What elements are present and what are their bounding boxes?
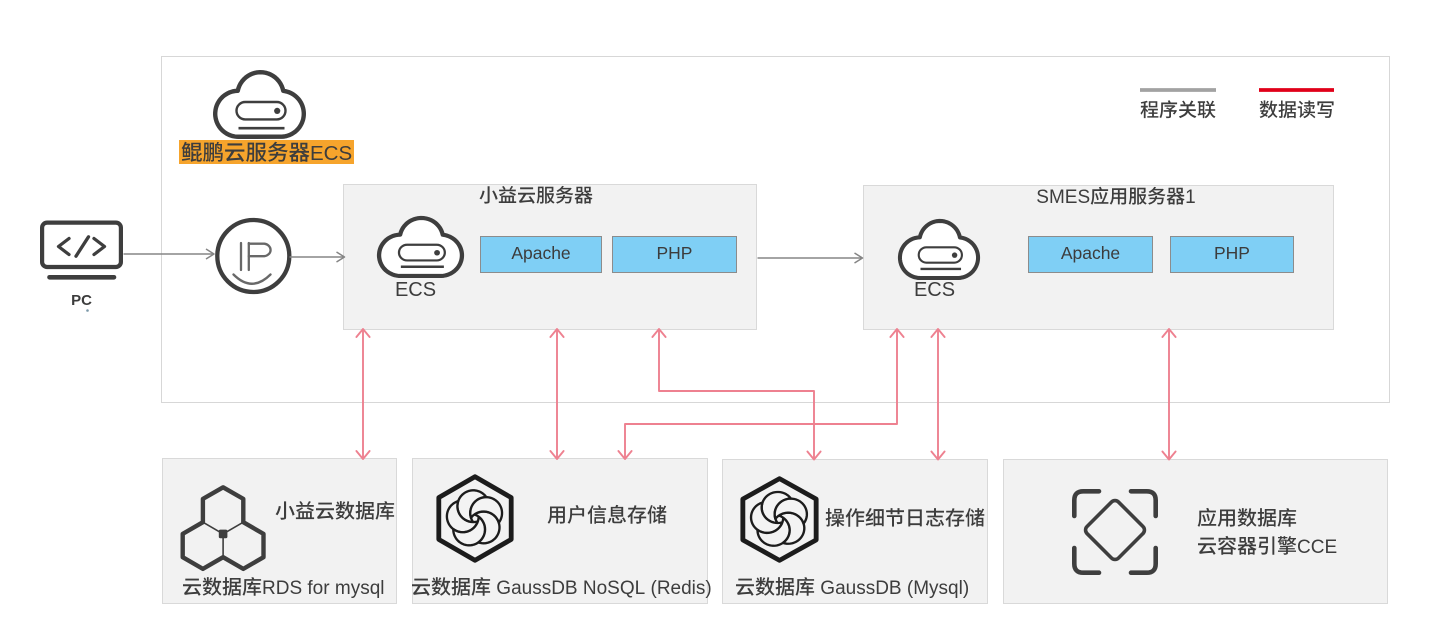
svg-text:Apache: Apache: [511, 243, 570, 263]
svg-text:for: for: [307, 578, 330, 599]
svg-text:(Redis): (Redis): [651, 578, 712, 599]
svg-text:PHP: PHP: [1214, 243, 1250, 263]
svg-text:ECS: ECS: [310, 142, 352, 165]
svg-text:ECS: ECS: [914, 279, 955, 301]
svg-text:CCE: CCE: [1297, 537, 1337, 558]
svg-text:(Mysql): (Mysql): [907, 578, 969, 599]
svg-text:mysql: mysql: [335, 578, 385, 599]
svg-text:PC: PC: [71, 292, 92, 309]
svg-text:GaussDB: GaussDB: [496, 578, 577, 599]
svg-text:Apache: Apache: [1061, 243, 1120, 263]
svg-text:1: 1: [1185, 187, 1196, 208]
svg-text:ECS: ECS: [395, 279, 436, 301]
svg-text:PHP: PHP: [657, 243, 693, 263]
svg-text:NoSQL: NoSQL: [583, 578, 645, 599]
svg-text:RDS: RDS: [262, 578, 302, 599]
svg-text:SMES: SMES: [1036, 187, 1090, 208]
svg-text:GaussDB: GaussDB: [820, 578, 901, 599]
